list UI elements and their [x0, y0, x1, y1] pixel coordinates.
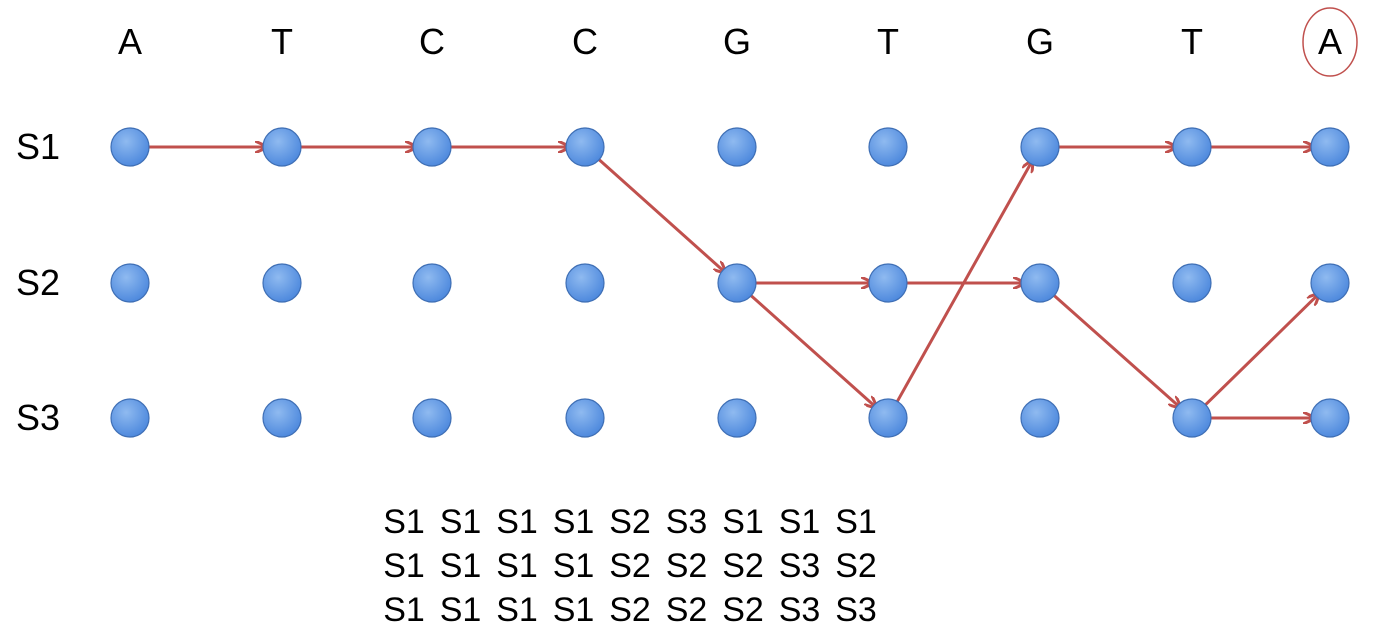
path-state-token: S2 [609, 547, 651, 585]
state-node [1310, 127, 1350, 167]
sequence-letter: C [572, 21, 598, 62]
state-node [110, 127, 150, 167]
path-state-token: S1 [383, 591, 425, 629]
transition-arrow [1051, 293, 1181, 408]
sequence-letter: A [1318, 21, 1342, 62]
state-node [412, 263, 452, 303]
path-state-token: S3 [779, 547, 821, 585]
path-state-token: S1 [383, 503, 425, 541]
sequence-letter: C [419, 21, 445, 62]
state-node [717, 263, 757, 303]
path-state-token: S2 [835, 547, 877, 585]
state-node [412, 127, 452, 167]
sequence-letter: A [118, 21, 142, 62]
state-node [110, 398, 150, 438]
state-node [1020, 398, 1060, 438]
state-node [110, 263, 150, 303]
state-node [262, 127, 302, 167]
state-nodes [110, 127, 1350, 438]
state-node [717, 398, 757, 438]
transition-arrows [147, 147, 1319, 418]
sequence-letter: G [1026, 21, 1054, 62]
path-state-token: S2 [722, 591, 764, 629]
path-state-token: S1 [835, 503, 877, 541]
state-node [1172, 398, 1212, 438]
state-node [868, 263, 908, 303]
sequence-letter: T [271, 21, 293, 62]
state-label: S3 [16, 397, 60, 438]
sequence-letter: G [723, 21, 751, 62]
state-node [1020, 127, 1060, 167]
path-state-token: S3 [666, 503, 708, 541]
state-node [1172, 263, 1212, 303]
path-state-token: S3 [835, 591, 877, 629]
state-node [412, 398, 452, 438]
state-node [565, 127, 605, 167]
path-state-token: S1 [553, 591, 595, 629]
state-node [262, 263, 302, 303]
state-node [1020, 263, 1060, 303]
path-state-token: S1 [440, 591, 482, 629]
path-state-token: S1 [440, 547, 482, 585]
path-state-token: S1 [496, 591, 538, 629]
path-state-token: S1 [383, 547, 425, 585]
transition-arrow [1203, 293, 1319, 408]
path-state-token: S2 [666, 547, 708, 585]
path-state-token: S1 [496, 503, 538, 541]
transition-arrow [748, 293, 877, 408]
state-node [1310, 263, 1350, 303]
path-state-token: S1 [496, 547, 538, 585]
transition-arrow [596, 157, 726, 273]
state-node [262, 398, 302, 438]
path-state-token: S2 [609, 591, 651, 629]
sequence-letter: T [877, 21, 899, 62]
path-state-token: S1 [722, 503, 764, 541]
state-node [717, 127, 757, 167]
path-state-token: S1 [553, 547, 595, 585]
path-state-token: S1 [553, 503, 595, 541]
state-node [565, 398, 605, 438]
sequence-letter: T [1181, 21, 1203, 62]
path-state-token: S2 [666, 591, 708, 629]
highlight-circle [1302, 7, 1358, 77]
state-label: S2 [16, 262, 60, 303]
state-node [868, 127, 908, 167]
path-state-token: S1 [440, 503, 482, 541]
state-node [1310, 398, 1350, 438]
state-label: S1 [16, 126, 60, 167]
path-state-token: S1 [779, 503, 821, 541]
state-node [1172, 127, 1212, 167]
path-state-token: S2 [609, 503, 651, 541]
path-state-token: S2 [722, 547, 764, 585]
state-node [868, 398, 908, 438]
state-node [565, 263, 605, 303]
path-state-token: S3 [779, 591, 821, 629]
